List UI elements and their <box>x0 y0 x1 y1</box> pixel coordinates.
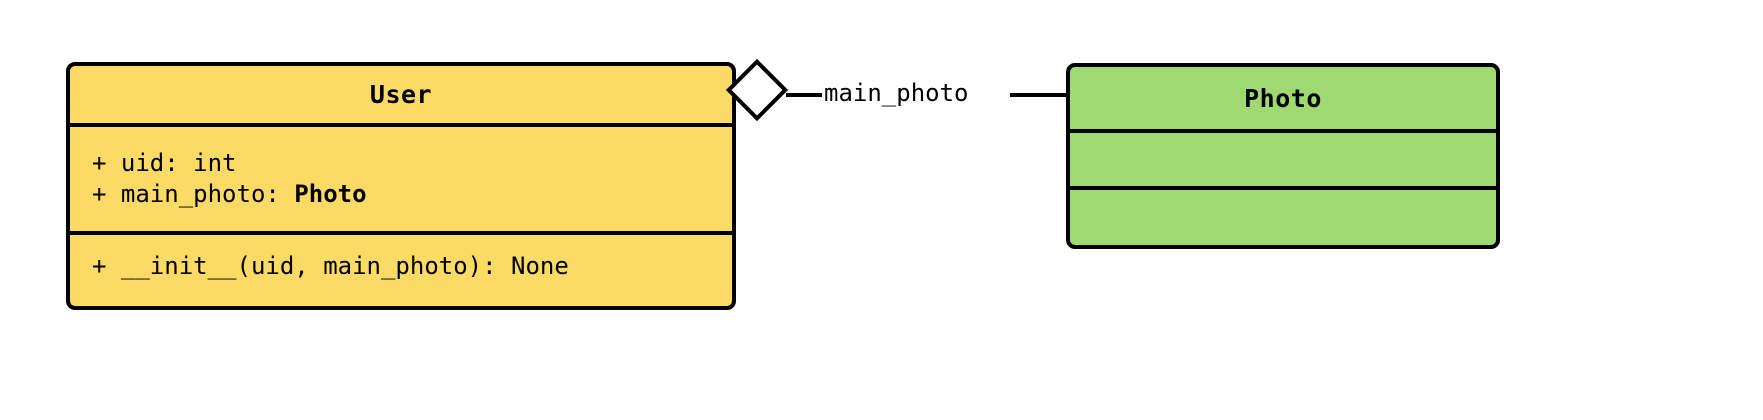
uml-attribute-uid: + uid: int <box>92 149 237 177</box>
association-line-right <box>1010 93 1068 97</box>
uml-class-photo[interactable]: Photo <box>1066 63 1500 249</box>
uml-attribute-main-photo-type: Photo <box>294 180 367 208</box>
uml-class-photo-attributes <box>1070 129 1496 186</box>
uml-class-user[interactable]: User + uid: int + main_photo: Photo + __… <box>66 62 736 310</box>
association-line-left <box>786 93 822 97</box>
uml-class-user-attributes: + uid: int + main_photo: Photo <box>70 123 732 231</box>
uml-method-init: + __init__(uid, main_photo): None <box>92 252 569 280</box>
association-label-main-photo: main_photo <box>822 78 971 109</box>
uml-class-photo-title: Photo <box>1244 83 1322 113</box>
uml-attribute-main-photo-prefix: + main_photo: <box>92 180 295 208</box>
uml-class-user-title: User <box>369 80 433 109</box>
uml-class-photo-methods <box>1070 186 1496 245</box>
uml-attribute-main-photo: + main_photo: Photo <box>92 179 712 210</box>
uml-class-user-methods: + __init__(uid, main_photo): None <box>70 231 732 298</box>
